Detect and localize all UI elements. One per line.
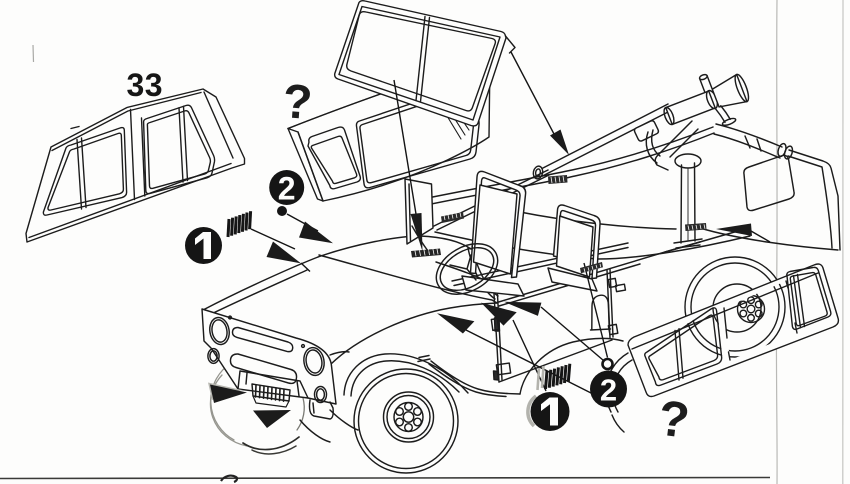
svg-text:?: ? (281, 75, 314, 130)
svg-text:33: 33 (127, 67, 164, 103)
svg-text:2: 2 (278, 171, 296, 207)
svg-text:2: 2 (600, 373, 617, 408)
svg-text:?: ? (655, 390, 692, 449)
